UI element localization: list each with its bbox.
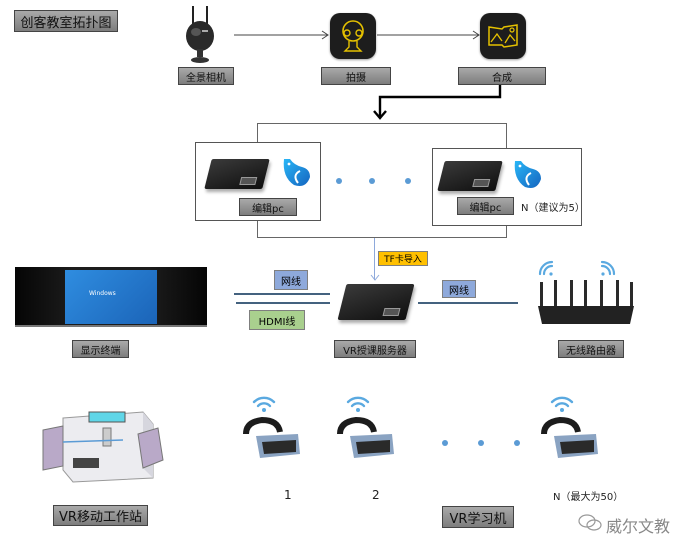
network-cable-left — [234, 293, 330, 295]
hdmi-cable-tag-text: HDMI线 — [258, 316, 296, 328]
ellipsis-dot — [514, 440, 520, 446]
editing-bracket-left-bottom — [257, 220, 258, 237]
editing-pc-group-n: 编辑pc N（建议为5） — [432, 148, 585, 226]
stitch-app-icon — [480, 13, 526, 59]
shoot-app-icon — [330, 13, 376, 59]
editing-pc-label-1-text: 编辑pc — [252, 203, 284, 215]
tf-import-line — [374, 238, 375, 280]
editing-pc-group-1: 编辑pc — [195, 142, 321, 221]
vr-headset-group-label-text: VR学习机 — [449, 511, 507, 527]
wireless-router-icon — [530, 258, 642, 328]
ellipsis-dot — [336, 178, 342, 184]
ellipsis-dot — [405, 178, 411, 184]
editing-bracket-right-bottom — [506, 220, 507, 237]
network-cable-tag-right-text: 网线 — [449, 285, 469, 297]
vr-headset-group-label: VR学习机 — [442, 506, 514, 528]
diagram-title-text: 创客教室拓扑图 — [20, 15, 112, 31]
editing-bracket-left-top — [257, 123, 258, 147]
vr-server-label-text: VR授课服务器 — [343, 345, 407, 357]
windows-logo-text: Windows — [89, 290, 116, 297]
mini-pc-icon — [437, 161, 503, 191]
vr-headset-2 — [334, 388, 398, 468]
capture-label-stitch: 合成 — [458, 67, 546, 85]
ellipsis-dot — [369, 178, 375, 184]
editor-bird-icon — [280, 155, 312, 193]
editing-pc-label-n-text: 编辑pc — [469, 202, 502, 214]
display-terminal-label: 显示终端 — [72, 340, 129, 358]
network-cable-tag-left-text: 网线 — [281, 276, 301, 288]
capture-label-stitch-text: 合成 — [492, 72, 512, 84]
editing-bracket-bottom — [257, 237, 507, 238]
arrow-camera-to-shoot — [234, 30, 329, 40]
tf-import-arrowhead — [370, 274, 380, 281]
display-terminal-image: Windows — [15, 267, 207, 327]
vr-workstation-label: VR移动工作站 — [53, 505, 148, 526]
editing-pc-label-n: 编辑pc — [457, 197, 514, 215]
headset-number-n: N（最大为50） — [553, 492, 624, 503]
capture-label-camera: 全景相机 — [178, 67, 234, 85]
vr-headset-1 — [240, 388, 304, 468]
wechat-icon — [577, 512, 603, 538]
network-cable-right — [418, 302, 518, 304]
diagram-title: 创客教室拓扑图 — [14, 10, 118, 32]
capture-label-shoot-text: 拍摄 — [346, 72, 366, 84]
editing-bracket-right-top — [506, 123, 507, 149]
network-cable-tag-right: 网线 — [442, 280, 476, 298]
display-terminal-label-text: 显示终端 — [80, 345, 121, 357]
arrow-stitch-to-editing — [373, 85, 502, 120]
wireless-router-label-text: 无线路由器 — [566, 345, 616, 357]
headset-number-2: 2 — [372, 488, 380, 502]
vr-server-icon — [337, 284, 415, 320]
panoramic-camera-icon — [180, 4, 220, 64]
network-cable-tag-left: 网线 — [274, 270, 308, 290]
wireless-router-label: 无线路由器 — [558, 340, 624, 358]
arrow-shoot-to-stitch — [377, 30, 480, 40]
watermark-text: 威尔文教 — [606, 517, 671, 536]
ellipsis-dot — [478, 440, 484, 446]
hdmi-cable-tag: HDMI线 — [249, 310, 305, 330]
vr-workstation-label-text: VR移动工作站 — [59, 510, 142, 525]
vr-server-label: VR授课服务器 — [334, 340, 416, 358]
editing-bracket-top — [257, 123, 507, 124]
ellipsis-dot — [442, 440, 448, 446]
editor-bird-icon — [511, 157, 543, 195]
tf-import-tag-text: TF卡导入 — [384, 255, 422, 265]
capture-label-camera-text: 全景相机 — [186, 72, 226, 84]
editing-count-note: N（建议为5） — [521, 203, 585, 214]
mini-pc-icon — [204, 159, 270, 189]
vr-workstation-image — [33, 400, 168, 486]
display-screen: Windows — [65, 270, 157, 324]
tf-import-tag: TF卡导入 — [378, 251, 428, 266]
editing-pc-label-1: 编辑pc — [239, 198, 297, 216]
hdmi-cable — [236, 302, 330, 304]
vr-headset-n — [538, 388, 602, 468]
headset-number-1: 1 — [284, 488, 292, 502]
capture-label-shoot: 拍摄 — [321, 67, 391, 85]
